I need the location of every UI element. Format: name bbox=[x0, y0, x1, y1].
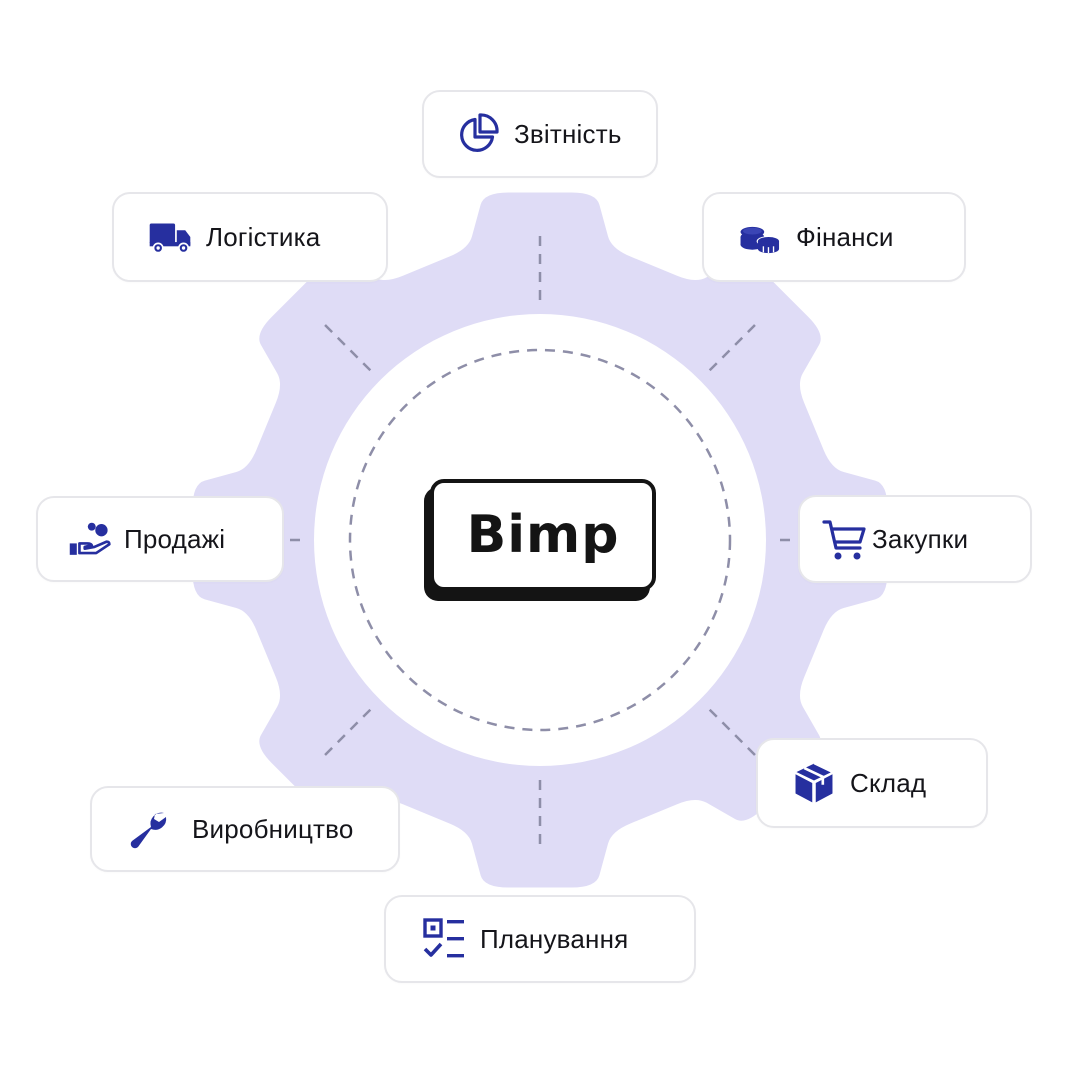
checklist-icon bbox=[422, 917, 466, 961]
module-card-logistics[interactable]: Логістика bbox=[112, 192, 388, 282]
module-label: Фінанси bbox=[796, 221, 894, 252]
module-label: Логістика bbox=[206, 221, 321, 252]
cart-icon bbox=[822, 517, 866, 561]
box-icon bbox=[792, 761, 836, 805]
center-dashed-ring bbox=[348, 348, 732, 732]
module-label: Виробництво bbox=[192, 813, 354, 844]
hand-coin-icon bbox=[68, 517, 112, 561]
module-label: Склад bbox=[850, 767, 927, 798]
coins-icon bbox=[738, 215, 782, 259]
module-label: Закупки bbox=[872, 523, 969, 554]
module-card-purchases[interactable]: Закупки bbox=[798, 495, 1032, 583]
connector-line bbox=[323, 708, 372, 757]
module-label: Звітність bbox=[514, 118, 622, 149]
module-card-planning[interactable]: Планування bbox=[384, 895, 696, 983]
bimp-logo: Bimp bbox=[424, 479, 656, 601]
connector-line bbox=[708, 708, 757, 757]
module-card-reports[interactable]: Звітність bbox=[422, 90, 658, 178]
logo-face: Bimp bbox=[430, 479, 656, 591]
module-card-sales[interactable]: Продажі bbox=[36, 496, 284, 582]
logo-text: Bimp bbox=[466, 505, 620, 565]
wrench-icon bbox=[126, 807, 170, 851]
truck-icon bbox=[148, 215, 192, 259]
pie-chart-icon bbox=[456, 112, 500, 156]
module-card-production[interactable]: Виробництво bbox=[90, 786, 400, 872]
connector-line bbox=[323, 323, 372, 372]
module-label: Планування bbox=[480, 923, 629, 954]
module-card-warehouse[interactable]: Склад bbox=[756, 738, 988, 828]
connector-line bbox=[708, 323, 757, 372]
module-card-finance[interactable]: Фінанси bbox=[702, 192, 966, 282]
module-label: Продажі bbox=[124, 523, 226, 554]
